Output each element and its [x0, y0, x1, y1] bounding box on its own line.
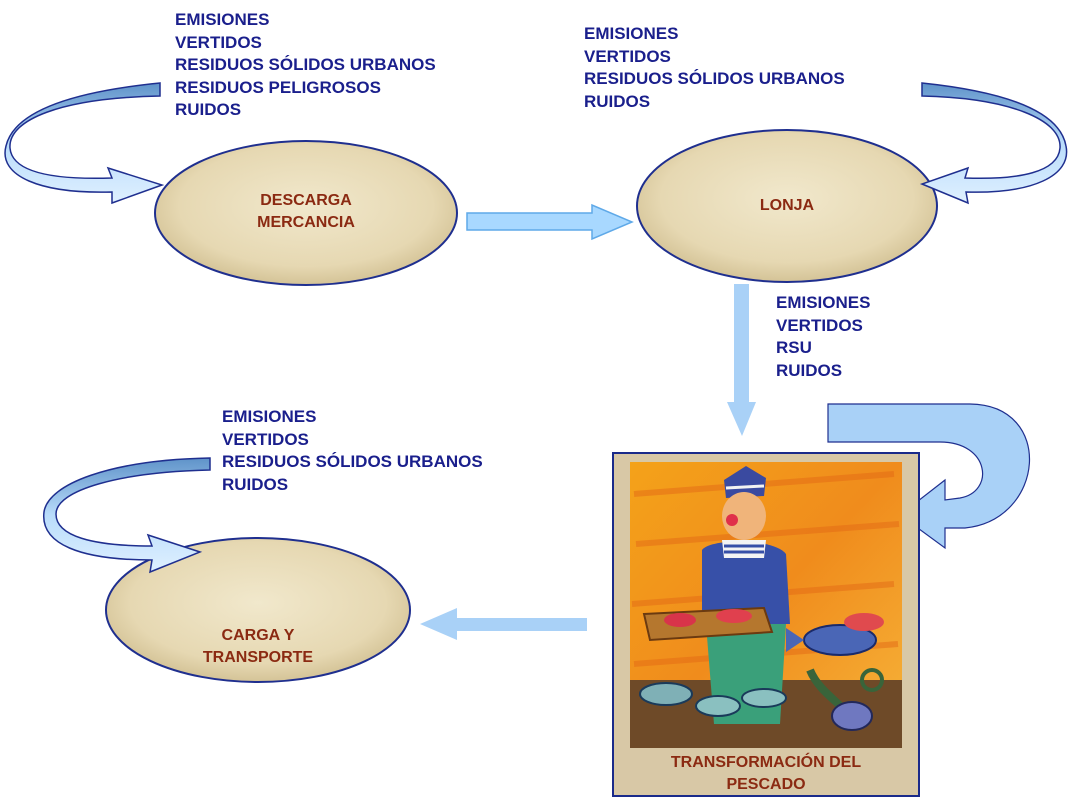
arrow-descarga-to-lonja — [466, 203, 634, 241]
impact-item: VERTIDOS — [776, 315, 863, 335]
curl-arrow-descarga — [4, 82, 165, 205]
curl-arrow-lonja — [919, 82, 1068, 205]
carga-node-label: CARGA Y TRANSPORTE — [158, 625, 358, 669]
carga-line2: TRANSPORTE — [202, 649, 314, 666]
impact-item: RSU — [776, 338, 812, 357]
impacts-transformacion: EMISIONES VERTIDOS RSU RUIDOS — [776, 292, 870, 382]
impact-item: RUIDOS — [175, 100, 242, 119]
impact-item: VERTIDOS — [222, 429, 309, 449]
impact-item: RUIDOS — [584, 91, 651, 111]
impact-item: EMISIONES — [222, 407, 317, 426]
descarga-line2: MERCANCIA — [257, 214, 355, 231]
lonja-line1: LONJA — [759, 197, 815, 214]
impact-item: RUIDOS — [776, 360, 843, 380]
lonja-ellipse — [636, 129, 938, 283]
impacts-carga: EMISIONES VERTIDOS RESIDUOS SÓLIDOS URBA… — [222, 406, 483, 496]
curl-arrow-carga — [43, 457, 211, 574]
impact-item: RESIDUOS SÓLIDOS URBANOS — [175, 55, 436, 74]
transformacion-node-label: TRANSFORMACIÓN DEL PESCADO — [612, 752, 920, 796]
descarga-line1: DESCARGA — [260, 192, 352, 209]
impact-item: RESIDUOS SÓLIDOS URBANOS — [222, 452, 483, 471]
transformacion-line2: PESCADO — [726, 776, 806, 793]
impact-item: EMISIONES — [584, 24, 679, 43]
transformacion-card — [612, 452, 920, 797]
arrow-lonja-to-transformacion — [727, 284, 756, 436]
impact-item: RESIDUOS SÓLIDOS URBANOS — [584, 69, 845, 88]
impact-item: EMISIONES — [175, 10, 270, 29]
carga-ellipse — [105, 537, 411, 683]
impacts-descarga: EMISIONES VERTIDOS RESIDUOS SÓLIDOS URBA… — [175, 9, 436, 122]
impact-item: RUIDOS — [222, 474, 289, 494]
impact-item: RESIDUOS PELIGROSOS — [175, 77, 381, 97]
transformacion-line1: TRANSFORMACIÓN DEL — [670, 754, 862, 771]
impact-item: VERTIDOS — [175, 32, 262, 52]
arrow-transformacion-to-carga — [420, 608, 587, 640]
impact-item: VERTIDOS — [584, 46, 671, 66]
impacts-lonja: EMISIONES VERTIDOS RESIDUOS SÓLIDOS URBA… — [584, 23, 845, 113]
impact-item: EMISIONES — [776, 293, 871, 312]
curl-arrow-transformacion — [827, 403, 1031, 550]
descarga-node-label: DESCARGA MERCANCIA — [206, 190, 406, 234]
fish-market-illustration — [630, 462, 902, 748]
descarga-ellipse — [154, 140, 458, 286]
lonja-node-label: LONJA — [687, 195, 887, 217]
carga-line1: CARGA Y — [221, 627, 295, 644]
